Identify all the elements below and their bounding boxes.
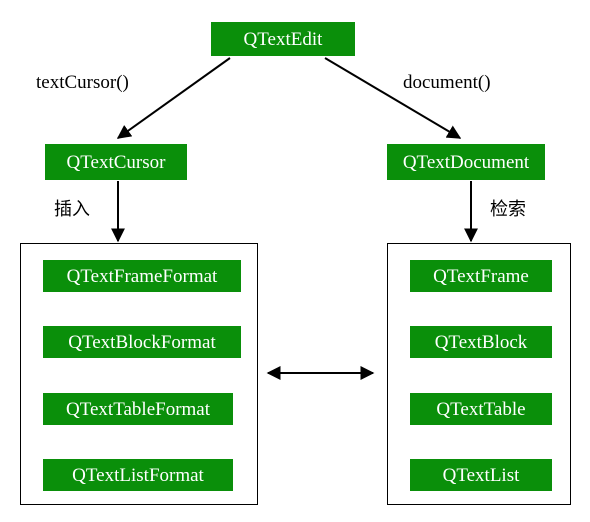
object-item-frame: QTextFrame — [410, 260, 552, 292]
format-item-list: QTextListFormat — [43, 459, 233, 491]
node-qtextdocument: QTextDocument — [387, 144, 545, 180]
format-item-frame: QTextFrameFormat — [43, 260, 241, 292]
node-qtextedit: QTextEdit — [211, 22, 355, 56]
label-retrieve: 检索 — [490, 199, 526, 220]
label-textcursor: textCursor() — [36, 72, 129, 93]
object-item-table: QTextTable — [410, 393, 552, 425]
arrow-edit-to-cursor — [116, 57, 231, 139]
label-document: document() — [403, 72, 491, 93]
format-item-block: QTextBlockFormat — [43, 326, 241, 358]
format-item-table: QTextTableFormat — [43, 393, 233, 425]
arrow-edit-to-document — [324, 57, 462, 139]
object-item-block: QTextBlock — [410, 326, 552, 358]
node-qtextcursor: QTextCursor — [45, 144, 187, 180]
label-insert: 插入 — [54, 199, 90, 220]
object-item-list: QTextList — [410, 459, 552, 491]
